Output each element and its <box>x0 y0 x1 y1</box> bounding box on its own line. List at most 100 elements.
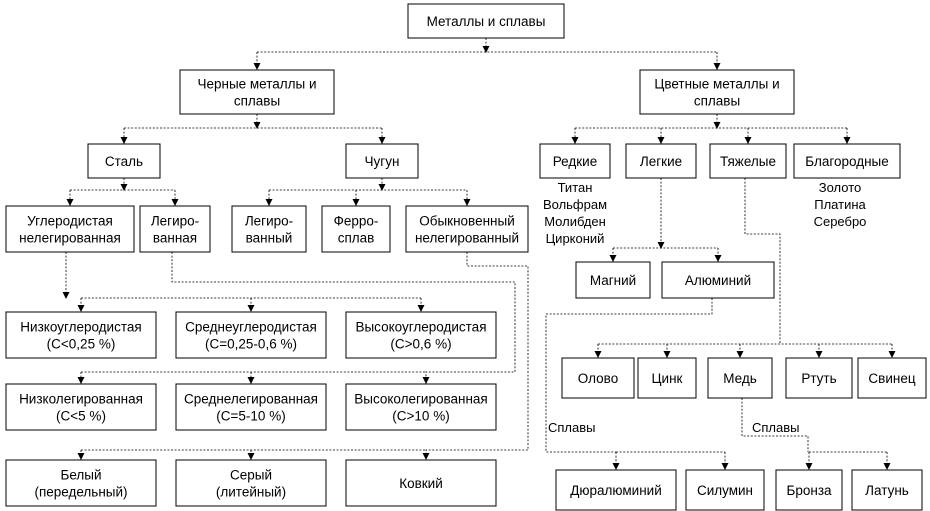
node-box-medium-carbon <box>175 311 327 359</box>
notes: ТитанВольфрамМолибденЦирконийЗолотоПлати… <box>543 180 867 435</box>
node-box-aluminium <box>661 261 775 299</box>
node-label: Белый <box>60 468 101 483</box>
node-mercury: Ртуть <box>785 357 853 399</box>
node-box-bronze <box>775 469 843 511</box>
node-zinc: Цинк <box>637 357 697 399</box>
bus-arrow <box>378 184 386 191</box>
noble-metals-list-item: Золото <box>819 180 862 195</box>
node-label: Ковкий <box>399 476 443 491</box>
node-label: Среднелегированная <box>184 392 318 407</box>
arrowhead <box>888 351 896 358</box>
node-box-ordinary-iron <box>405 205 529 253</box>
node-box-alloy-steel <box>139 205 211 253</box>
node-label: Легиро- <box>151 214 199 229</box>
connectors <box>62 38 896 470</box>
node-box-medium-alloy <box>175 383 327 431</box>
node-label: Серый <box>230 468 272 483</box>
node-label: Сталь <box>105 154 143 169</box>
arrowhead <box>247 453 255 460</box>
node-silumin: Силумин <box>685 469 765 511</box>
node-label: Ртуть <box>801 371 836 386</box>
alloys-label-aluminium: Сплавы <box>548 420 596 435</box>
node-label: (С=0,25-0,6 %) <box>205 337 297 352</box>
node-box-nonferrous <box>639 69 795 115</box>
node-label: Цветные металлы и <box>654 77 779 92</box>
node-rare: Редкие <box>539 143 611 179</box>
node-bronze: Бронза <box>775 469 843 511</box>
node-brass: Латунь <box>851 469 923 511</box>
node-label: (С<5 %) <box>56 409 106 424</box>
arrowhead <box>744 137 752 144</box>
arrowhead <box>736 351 744 358</box>
node-medium-carbon: Среднеуглеродистая(С=0,25-0,6 %) <box>175 311 327 359</box>
node-white-iron: Белый (передельный) <box>5 459 157 507</box>
arrowhead <box>120 137 128 144</box>
node-label: Углеродистая <box>27 214 113 229</box>
node-label: Силумин <box>697 483 753 498</box>
connector-line <box>171 252 516 384</box>
bus-arrow <box>482 46 490 53</box>
node-duralumin: Дюралюминий <box>555 469 677 511</box>
noble-metals-list-item: Платина <box>814 197 866 212</box>
node-label: Магний <box>590 273 636 288</box>
rare-metals-list-item: Вольфрам <box>543 197 607 212</box>
arrowhead <box>378 137 386 144</box>
bus-arrow <box>62 292 70 299</box>
arrowhead <box>463 199 471 206</box>
alloys-label-copper: Сплавы <box>752 420 800 435</box>
node-tin: Олово <box>561 357 635 399</box>
node-label: Обыкновенный <box>419 214 515 229</box>
node-box-brass <box>851 469 923 511</box>
arrowhead <box>663 351 671 358</box>
arrowhead <box>422 377 430 384</box>
arrowhead <box>594 351 602 358</box>
node-label: (передельный) <box>34 485 127 500</box>
arrowhead <box>612 463 620 470</box>
node-box-silumin <box>685 469 765 511</box>
node-label: Высокоуглеродистая <box>355 320 486 335</box>
node-label: Легкие <box>640 154 682 169</box>
node-box-ferrous <box>179 69 335 115</box>
arrowhead <box>609 255 617 262</box>
arrowhead <box>417 305 425 312</box>
connector-line <box>741 398 809 452</box>
arrowhead <box>77 453 85 460</box>
node-label: Тяжелые <box>720 154 776 169</box>
rare-metals-list-item: Цирконий <box>546 231 605 246</box>
node-malleable-iron: Ковкий <box>345 459 497 507</box>
node-box-ferroalloy <box>321 205 391 253</box>
node-label: (С>0,6 %) <box>390 337 451 352</box>
rare-metals-list-item: Титан <box>558 180 593 195</box>
node-cast-iron: Чугун <box>345 143 419 179</box>
node-label: сплав <box>338 231 375 246</box>
node-label: Цинк <box>652 371 683 386</box>
node-label: ванная <box>153 231 197 246</box>
node-label: Металлы и сплавы <box>427 14 546 29</box>
node-label: ванный <box>246 231 293 246</box>
node-label: (С=5-10 %) <box>216 409 285 424</box>
arrowhead <box>571 137 579 144</box>
arrowhead <box>815 351 823 358</box>
node-box-copper <box>707 357 773 399</box>
node-box-malleable-iron <box>345 459 497 507</box>
node-label: Редкие <box>553 154 597 169</box>
arrowhead <box>883 463 891 470</box>
node-high-carbon: Высокоуглеродистая (С>0,6 %) <box>345 311 497 359</box>
node-box-lead <box>857 357 927 399</box>
node-box-white-iron <box>5 459 157 507</box>
arrowhead <box>253 63 261 70</box>
node-copper: Медь <box>707 357 773 399</box>
arrowhead <box>422 453 430 460</box>
node-root: Металлы и сплавы <box>407 3 565 39</box>
node-label: Медь <box>723 371 757 386</box>
arrowhead <box>714 255 722 262</box>
node-box-root <box>407 3 565 39</box>
arrowhead <box>77 305 85 312</box>
arrowhead <box>265 199 273 206</box>
connector-line <box>425 252 529 460</box>
node-magnesium: Магний <box>575 261 651 299</box>
